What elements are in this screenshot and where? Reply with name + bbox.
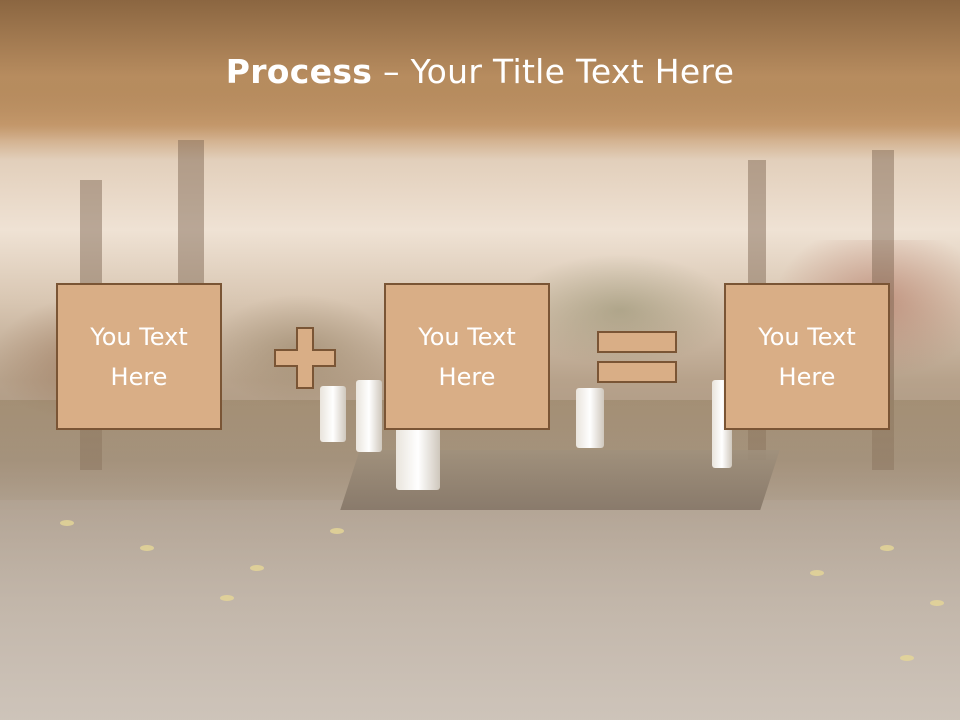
process-box-3[interactable]: You Text Here bbox=[724, 283, 890, 430]
process-box-2[interactable]: You Text Here bbox=[384, 283, 550, 430]
floating-leaf bbox=[810, 570, 824, 576]
title-bold: Process bbox=[225, 52, 373, 91]
floating-leaf bbox=[880, 545, 894, 551]
plus-icon bbox=[274, 327, 336, 389]
dock-post bbox=[576, 388, 604, 448]
box-line-1: You Text bbox=[758, 322, 856, 351]
lake bbox=[0, 500, 960, 720]
process-box-1[interactable]: You Text Here bbox=[56, 283, 222, 430]
slide-title[interactable]: Process – Your Title Text Here bbox=[0, 52, 960, 91]
floating-leaf bbox=[220, 595, 234, 601]
process-box-text: You Text Here bbox=[742, 317, 872, 397]
dock-post bbox=[320, 386, 346, 442]
floating-leaf bbox=[330, 528, 344, 534]
equals-icon bbox=[597, 331, 677, 383]
box-line-2: Here bbox=[110, 362, 168, 391]
title-rest: – Your Title Text Here bbox=[372, 52, 735, 91]
dock-post bbox=[356, 380, 382, 452]
process-box-text: You Text Here bbox=[74, 317, 204, 397]
floating-leaf bbox=[930, 600, 944, 606]
floating-leaf bbox=[900, 655, 914, 661]
floating-leaf bbox=[60, 520, 74, 526]
box-line-1: You Text bbox=[90, 322, 188, 351]
box-line-2: Here bbox=[438, 362, 496, 391]
box-line-1: You Text bbox=[418, 322, 516, 351]
process-box-text: You Text Here bbox=[402, 317, 532, 397]
floating-leaf bbox=[250, 565, 264, 571]
box-line-2: Here bbox=[778, 362, 836, 391]
title-bar bbox=[0, 0, 960, 140]
floating-leaf bbox=[140, 545, 154, 551]
